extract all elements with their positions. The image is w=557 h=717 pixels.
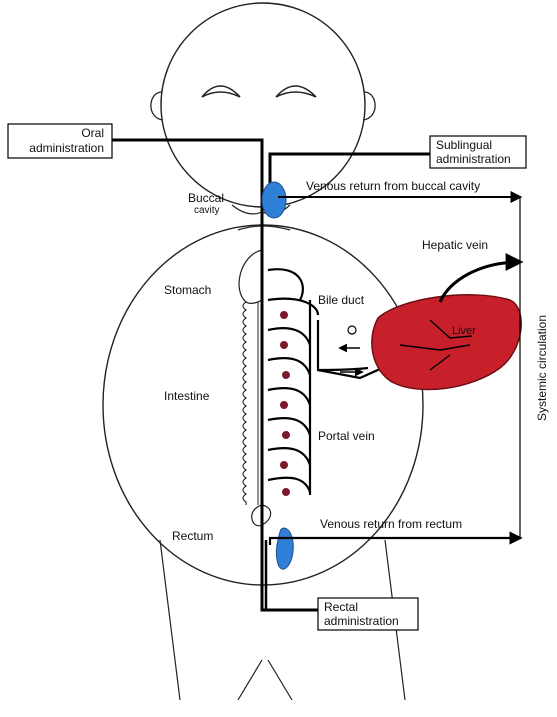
- left-leg: [160, 540, 180, 700]
- left-eye: [202, 86, 240, 97]
- rectal-label-2: administration: [324, 614, 399, 628]
- liver-label: Liver: [452, 325, 476, 337]
- intestine-outline: [243, 302, 246, 505]
- bile-duct-drop: [348, 326, 356, 334]
- stomach-label: Stomach: [164, 283, 211, 297]
- right-eye: [276, 86, 316, 97]
- venous-rectum-label: Venous return from rectum: [320, 517, 462, 531]
- stomach-outline: [239, 250, 262, 303]
- liver-shape: [372, 295, 521, 390]
- portal-vein-label: Portal vein: [318, 429, 375, 443]
- buccal-label-1: Buccal: [188, 191, 224, 205]
- bile-duct-label: Bile duct: [318, 293, 365, 307]
- oral-label-1: Oral: [81, 126, 104, 140]
- systemic-circulation-label: Systemic circulation: [535, 315, 549, 421]
- oral-label-2: administration: [29, 141, 104, 155]
- sublingual-label-1: Sublingual: [436, 138, 492, 152]
- sublingual-label-2: administration: [436, 152, 511, 166]
- rectal-venous-arrow: [270, 538, 520, 545]
- inner-leg-right: [268, 660, 292, 700]
- rectal-label-1: Rectal: [324, 600, 358, 614]
- buccal-label-2: cavity: [194, 205, 220, 216]
- buccal-drug-blob: [262, 182, 286, 218]
- hepatic-vein-label: Hepatic vein: [422, 238, 488, 252]
- inner-leg-left: [238, 660, 262, 700]
- vessel-dots: [280, 311, 290, 496]
- rectal-drug-blob: [276, 528, 293, 569]
- intestine-label: Intestine: [164, 389, 210, 403]
- rectum-label: Rectum: [172, 529, 213, 543]
- venous-buccal-label: Venous return from buccal cavity: [306, 179, 480, 193]
